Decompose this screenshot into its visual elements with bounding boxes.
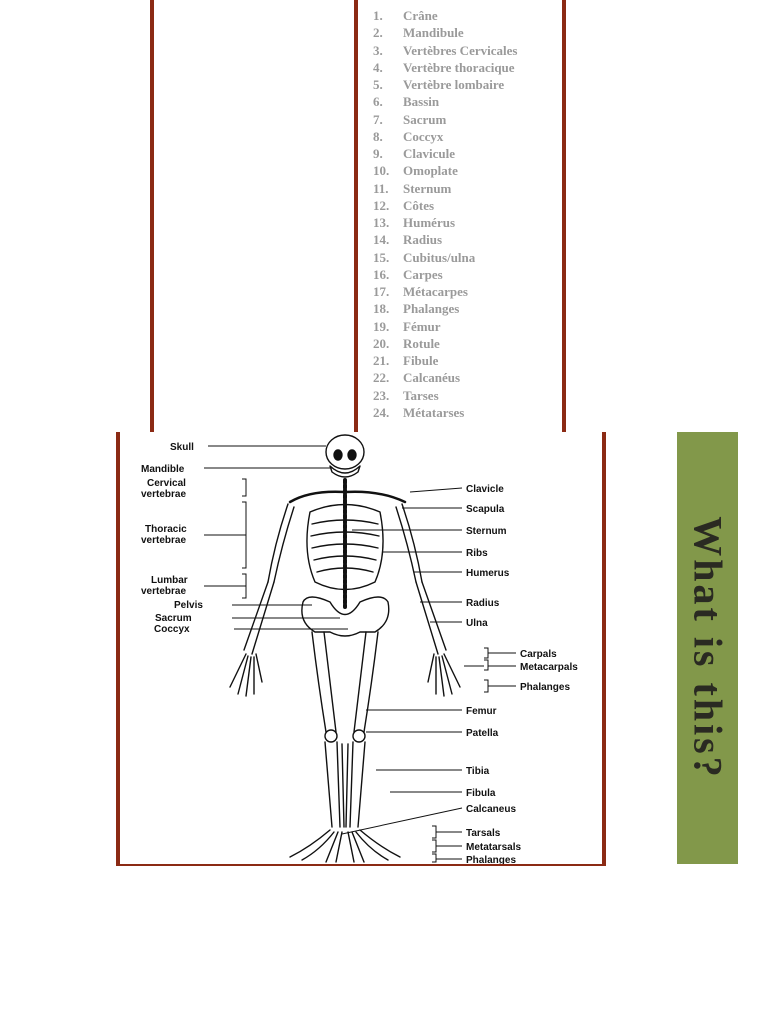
left-hand-shape <box>229 653 263 697</box>
label-scapula: Scapula <box>466 504 505 515</box>
label-thoracic-2: vertebrae <box>141 535 186 546</box>
list-item: 9.Clavicule <box>373 146 455 161</box>
label-calcaneus: Calcaneus <box>466 804 516 815</box>
label-tibia: Tibia <box>466 766 490 777</box>
label-thoracic: Thoracic <box>145 524 187 535</box>
label-lumbar: Lumbar <box>151 575 188 586</box>
label-lumbar-2: vertebrae <box>141 586 186 597</box>
list-item: 2.Mandibule <box>373 25 464 41</box>
label-fibula: Fibula <box>466 788 496 799</box>
right-humerus-shape <box>395 503 423 583</box>
label-humerus: Humerus <box>466 568 510 579</box>
banner-text: What is this? <box>685 516 730 780</box>
right-femur-shape <box>353 631 379 733</box>
list-item: 15.Cubitus/ulna <box>373 249 476 265</box>
skeleton-diagram-panel: Skull Mandible Cervical vertebrae Thorac… <box>116 432 606 866</box>
diagram-labels-left: Skull Mandible Cervical vertebrae Thorac… <box>141 442 203 635</box>
french-bone-list: 1.Crâne 2.Mandibule 3.Vertèbres Cervical… <box>373 7 517 421</box>
label-tarsals: Tarsals <box>466 828 501 839</box>
list-item: 1.Crâne <box>373 8 438 23</box>
left-foot-shape <box>289 829 343 863</box>
label-phalanges-foot: Phalanges <box>466 855 516 864</box>
frame-corner-right <box>532 0 566 14</box>
right-foot-shape <box>347 829 401 863</box>
list-item: 8.Coccyx <box>373 128 444 144</box>
skeleton-diagram: Skull Mandible Cervical vertebrae Thorac… <box>141 434 578 864</box>
list-item: 6.Bassin <box>373 94 440 110</box>
label-metacarpals: Metacarpals <box>520 662 578 673</box>
list-item: 23.Tarses <box>373 387 439 403</box>
clavicles-shape <box>288 490 407 504</box>
list-item: 18.Phalanges <box>373 301 460 317</box>
label-sternum: Sternum <box>466 526 507 537</box>
list-item: 16.Carpes <box>373 266 443 282</box>
left-leg-shape <box>324 741 345 828</box>
list-item: 12.Côtes <box>373 197 435 213</box>
frame-right-edge <box>562 10 566 436</box>
patella-shape <box>352 729 366 743</box>
list-item: 24.Métatarses <box>373 404 465 420</box>
list-item: 17.Métacarpes <box>373 284 468 299</box>
left-humerus-shape <box>267 503 295 583</box>
question-banner: What is this? <box>677 432 738 864</box>
label-clavicle: Clavicle <box>466 484 504 495</box>
label-cervical-2: vertebrae <box>141 489 186 500</box>
right-forearm-shape <box>415 581 447 655</box>
list-item: 10.Omoplate <box>373 163 458 179</box>
label-ulna: Ulna <box>466 618 488 629</box>
list-item: 7.Sacrum <box>373 111 447 127</box>
label-radius: Radius <box>466 598 500 609</box>
label-ribs: Ribs <box>466 548 488 559</box>
list-item: 5.Vertèbre lombaire <box>373 77 505 92</box>
label-cervical: Cervical <box>147 478 186 489</box>
skull-shape <box>325 434 365 470</box>
skeleton-illustration <box>229 434 461 863</box>
list-item: 19.Fémur <box>373 318 441 334</box>
diagram-labels-right: Clavicle Scapula Sternum Ribs Humerus Ra… <box>466 484 578 864</box>
list-item: 11.Sternum <box>373 180 452 196</box>
list-item: 21.Fibule <box>373 353 439 368</box>
label-lines <box>204 445 516 863</box>
label-metatarsals: Metatarsals <box>466 842 521 853</box>
label-sacrum: Sacrum <box>155 613 192 624</box>
right-leg-shape <box>345 741 366 828</box>
label-coccyx: Coccyx <box>154 624 190 635</box>
ribcage-shape <box>306 503 384 591</box>
list-item: 20.Rotule <box>373 335 440 351</box>
frame-divider <box>354 0 358 436</box>
list-item: 22.Calcanéus <box>373 370 461 386</box>
label-mandible: Mandible <box>141 464 185 475</box>
label-skull: Skull <box>170 442 194 453</box>
list-item: 13.Humérus <box>373 215 455 230</box>
pelvis-shape <box>301 596 390 637</box>
list-item: 4.Vertèbre thoracique <box>373 59 515 75</box>
right-hand-shape <box>427 653 461 697</box>
mandible-shape <box>329 465 361 478</box>
label-patella: Patella <box>466 728 499 739</box>
left-femur-shape <box>311 631 337 733</box>
label-pelvis: Pelvis <box>174 600 203 611</box>
list-item: 14.Radius <box>373 232 443 248</box>
label-phalanges-hand: Phalanges <box>520 682 570 693</box>
list-item: 3.Vertèbres Cervicales <box>373 42 518 58</box>
label-femur: Femur <box>466 706 497 717</box>
label-carpals: Carpals <box>520 649 557 660</box>
left-frame-panel <box>150 0 356 436</box>
